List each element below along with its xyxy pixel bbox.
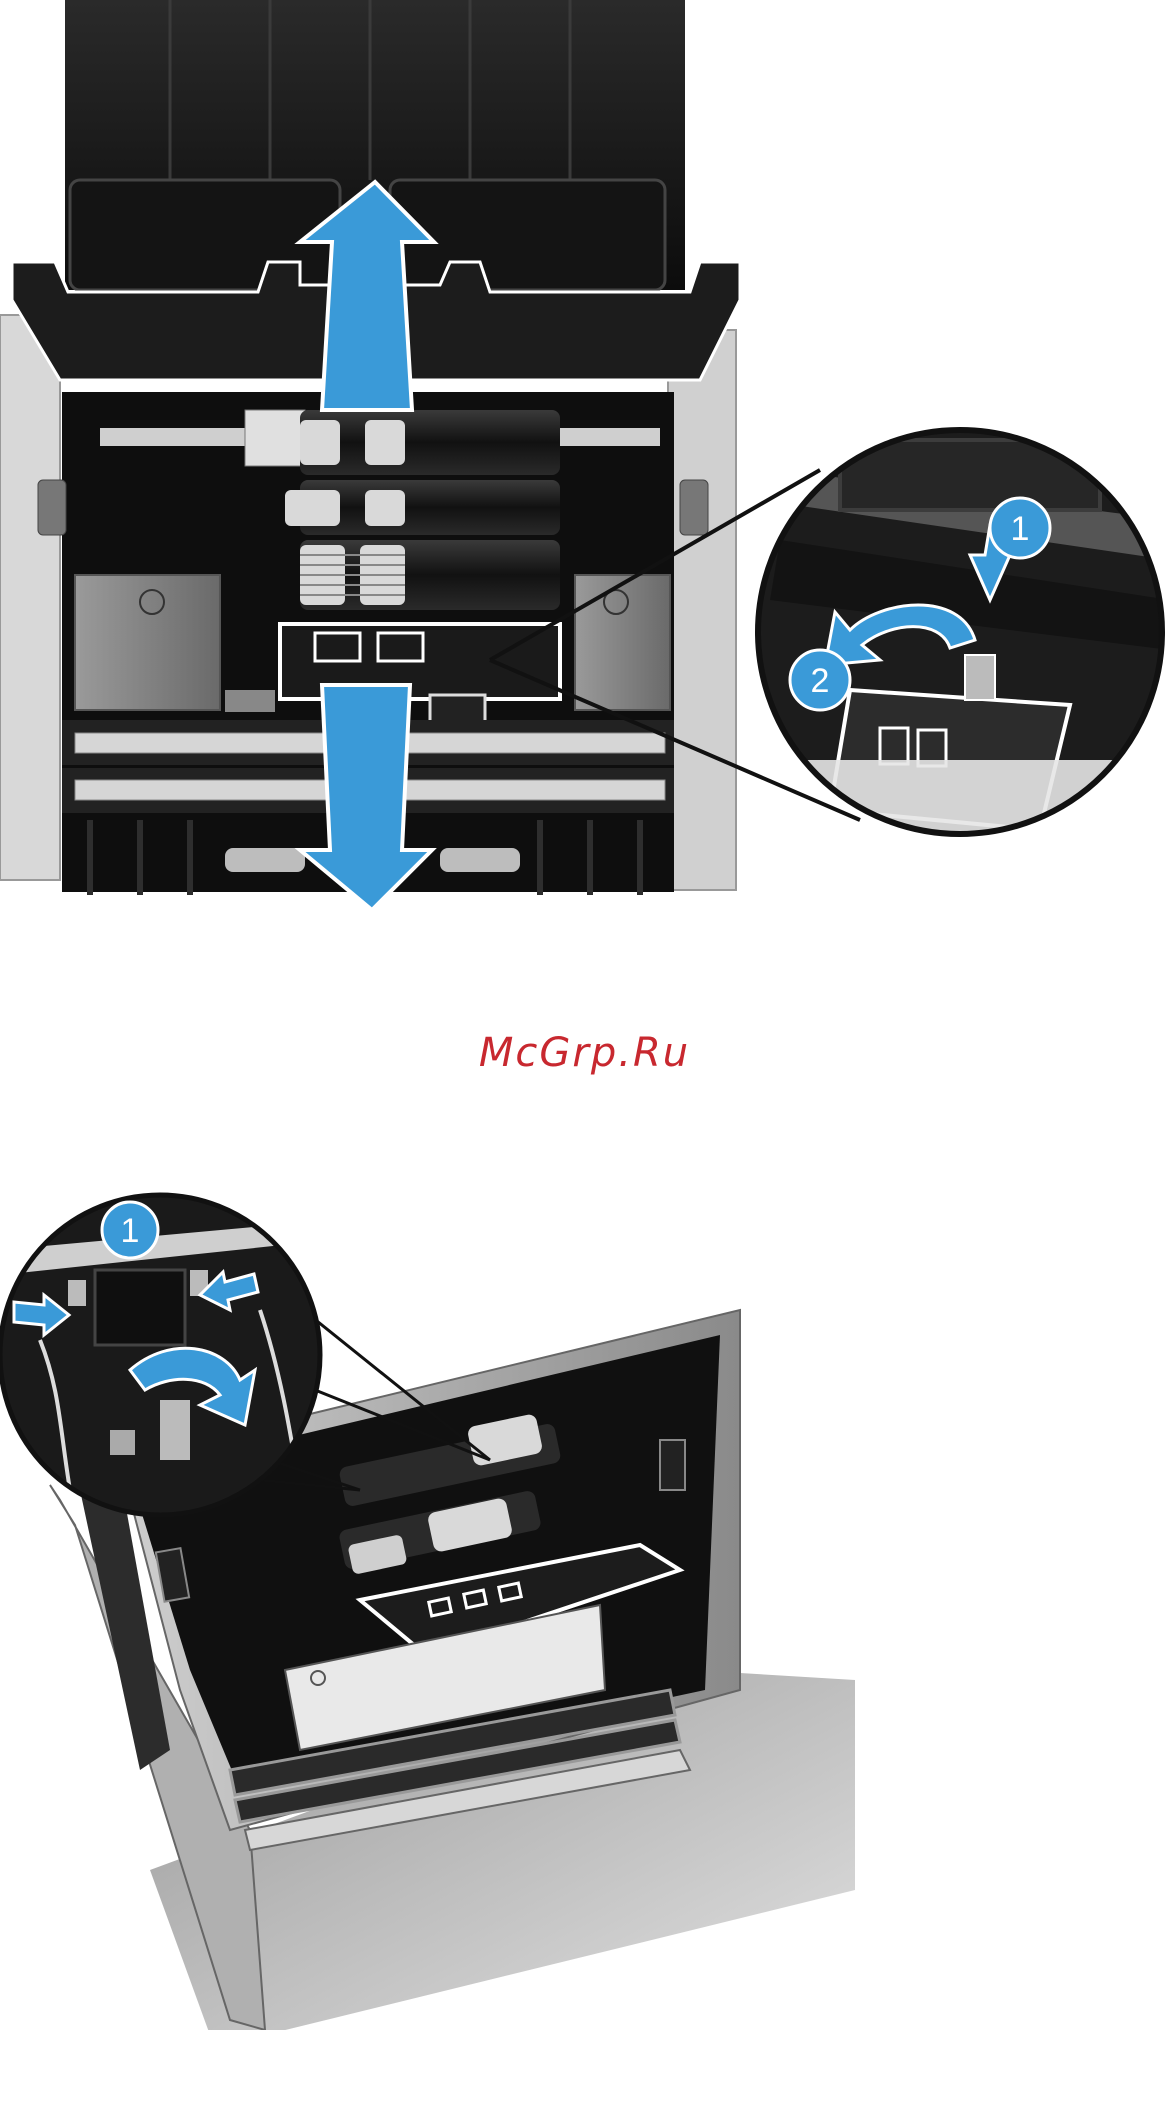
bottom-illustration: 1 [0,1130,1169,2030]
top-illustration: 1 2 [0,0,1169,920]
callout-number-1: 1 [121,1212,140,1250]
scanner-left-panel [0,315,60,880]
scanner-open-lid-illustration: 1 [0,1130,1169,2030]
watermark-text: McGrp.Ru [0,1030,1169,1076]
callout-number-1: 1 [1011,510,1030,548]
callout-number-2: 2 [811,662,830,700]
scanner-open-hatch-illustration: 1 2 [0,0,1169,920]
scanner-right-panel [668,330,736,890]
